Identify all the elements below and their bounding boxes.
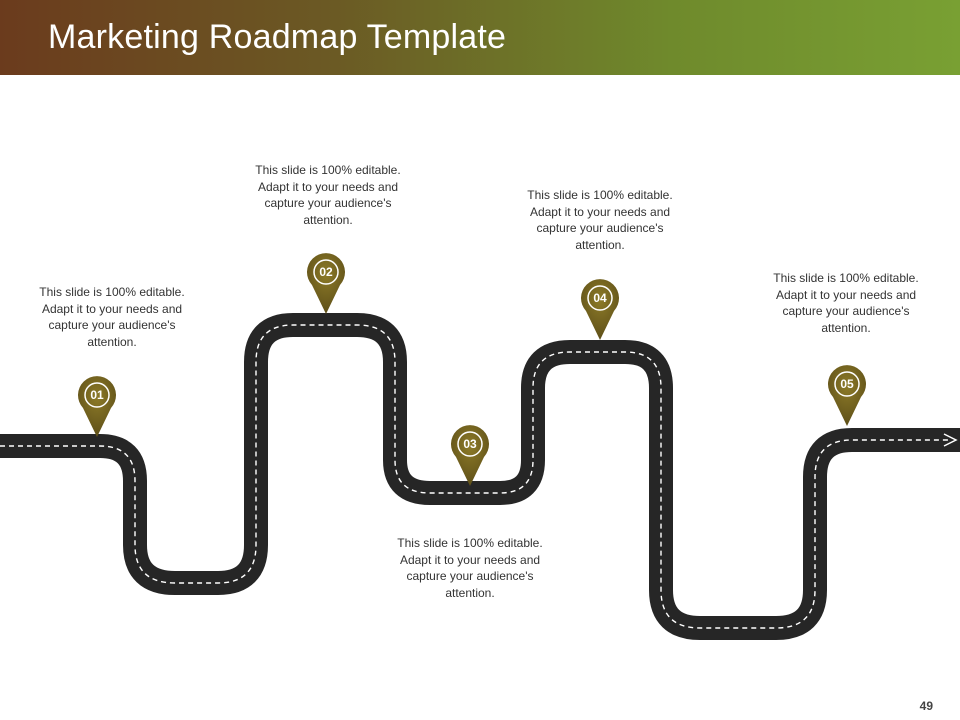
map-pin-icon [828,365,866,426]
milestone-4-pin: 04 [580,278,620,340]
road-end-arrow-icon [943,433,958,447]
map-pin-icon [451,425,489,486]
map-pin-icon [307,253,345,314]
milestone-3-pin: 03 [450,424,490,486]
milestone-2-text: This slide is 100% editable. Adapt it to… [255,163,401,227]
milestone-3-number: 03 [463,437,477,451]
milestone-2-number: 02 [319,265,333,279]
milestone-5-number: 05 [840,377,854,391]
map-pin-icon [78,376,116,437]
road-surface [0,313,960,640]
milestone-1-number: 01 [90,388,104,402]
milestone-2-pin: 02 [306,252,346,314]
milestone-1-text: This slide is 100% editable. Adapt it to… [39,285,185,349]
page-number: 49 [919,699,933,713]
milestone-1-pin: 01 [77,375,117,437]
milestone-5-pin: 05 [827,364,867,426]
milestone-5-text: This slide is 100% editable. Adapt it to… [773,271,919,335]
page-title: Marketing Roadmap Template [48,18,507,56]
milestone-3-text: This slide is 100% editable. Adapt it to… [397,536,543,600]
milestone-4-text: This slide is 100% editable. Adapt it to… [527,188,673,252]
title-bar: Marketing Roadmap Template [0,0,960,75]
map-pin-icon [581,279,619,340]
milestone-4-number: 04 [593,291,607,305]
